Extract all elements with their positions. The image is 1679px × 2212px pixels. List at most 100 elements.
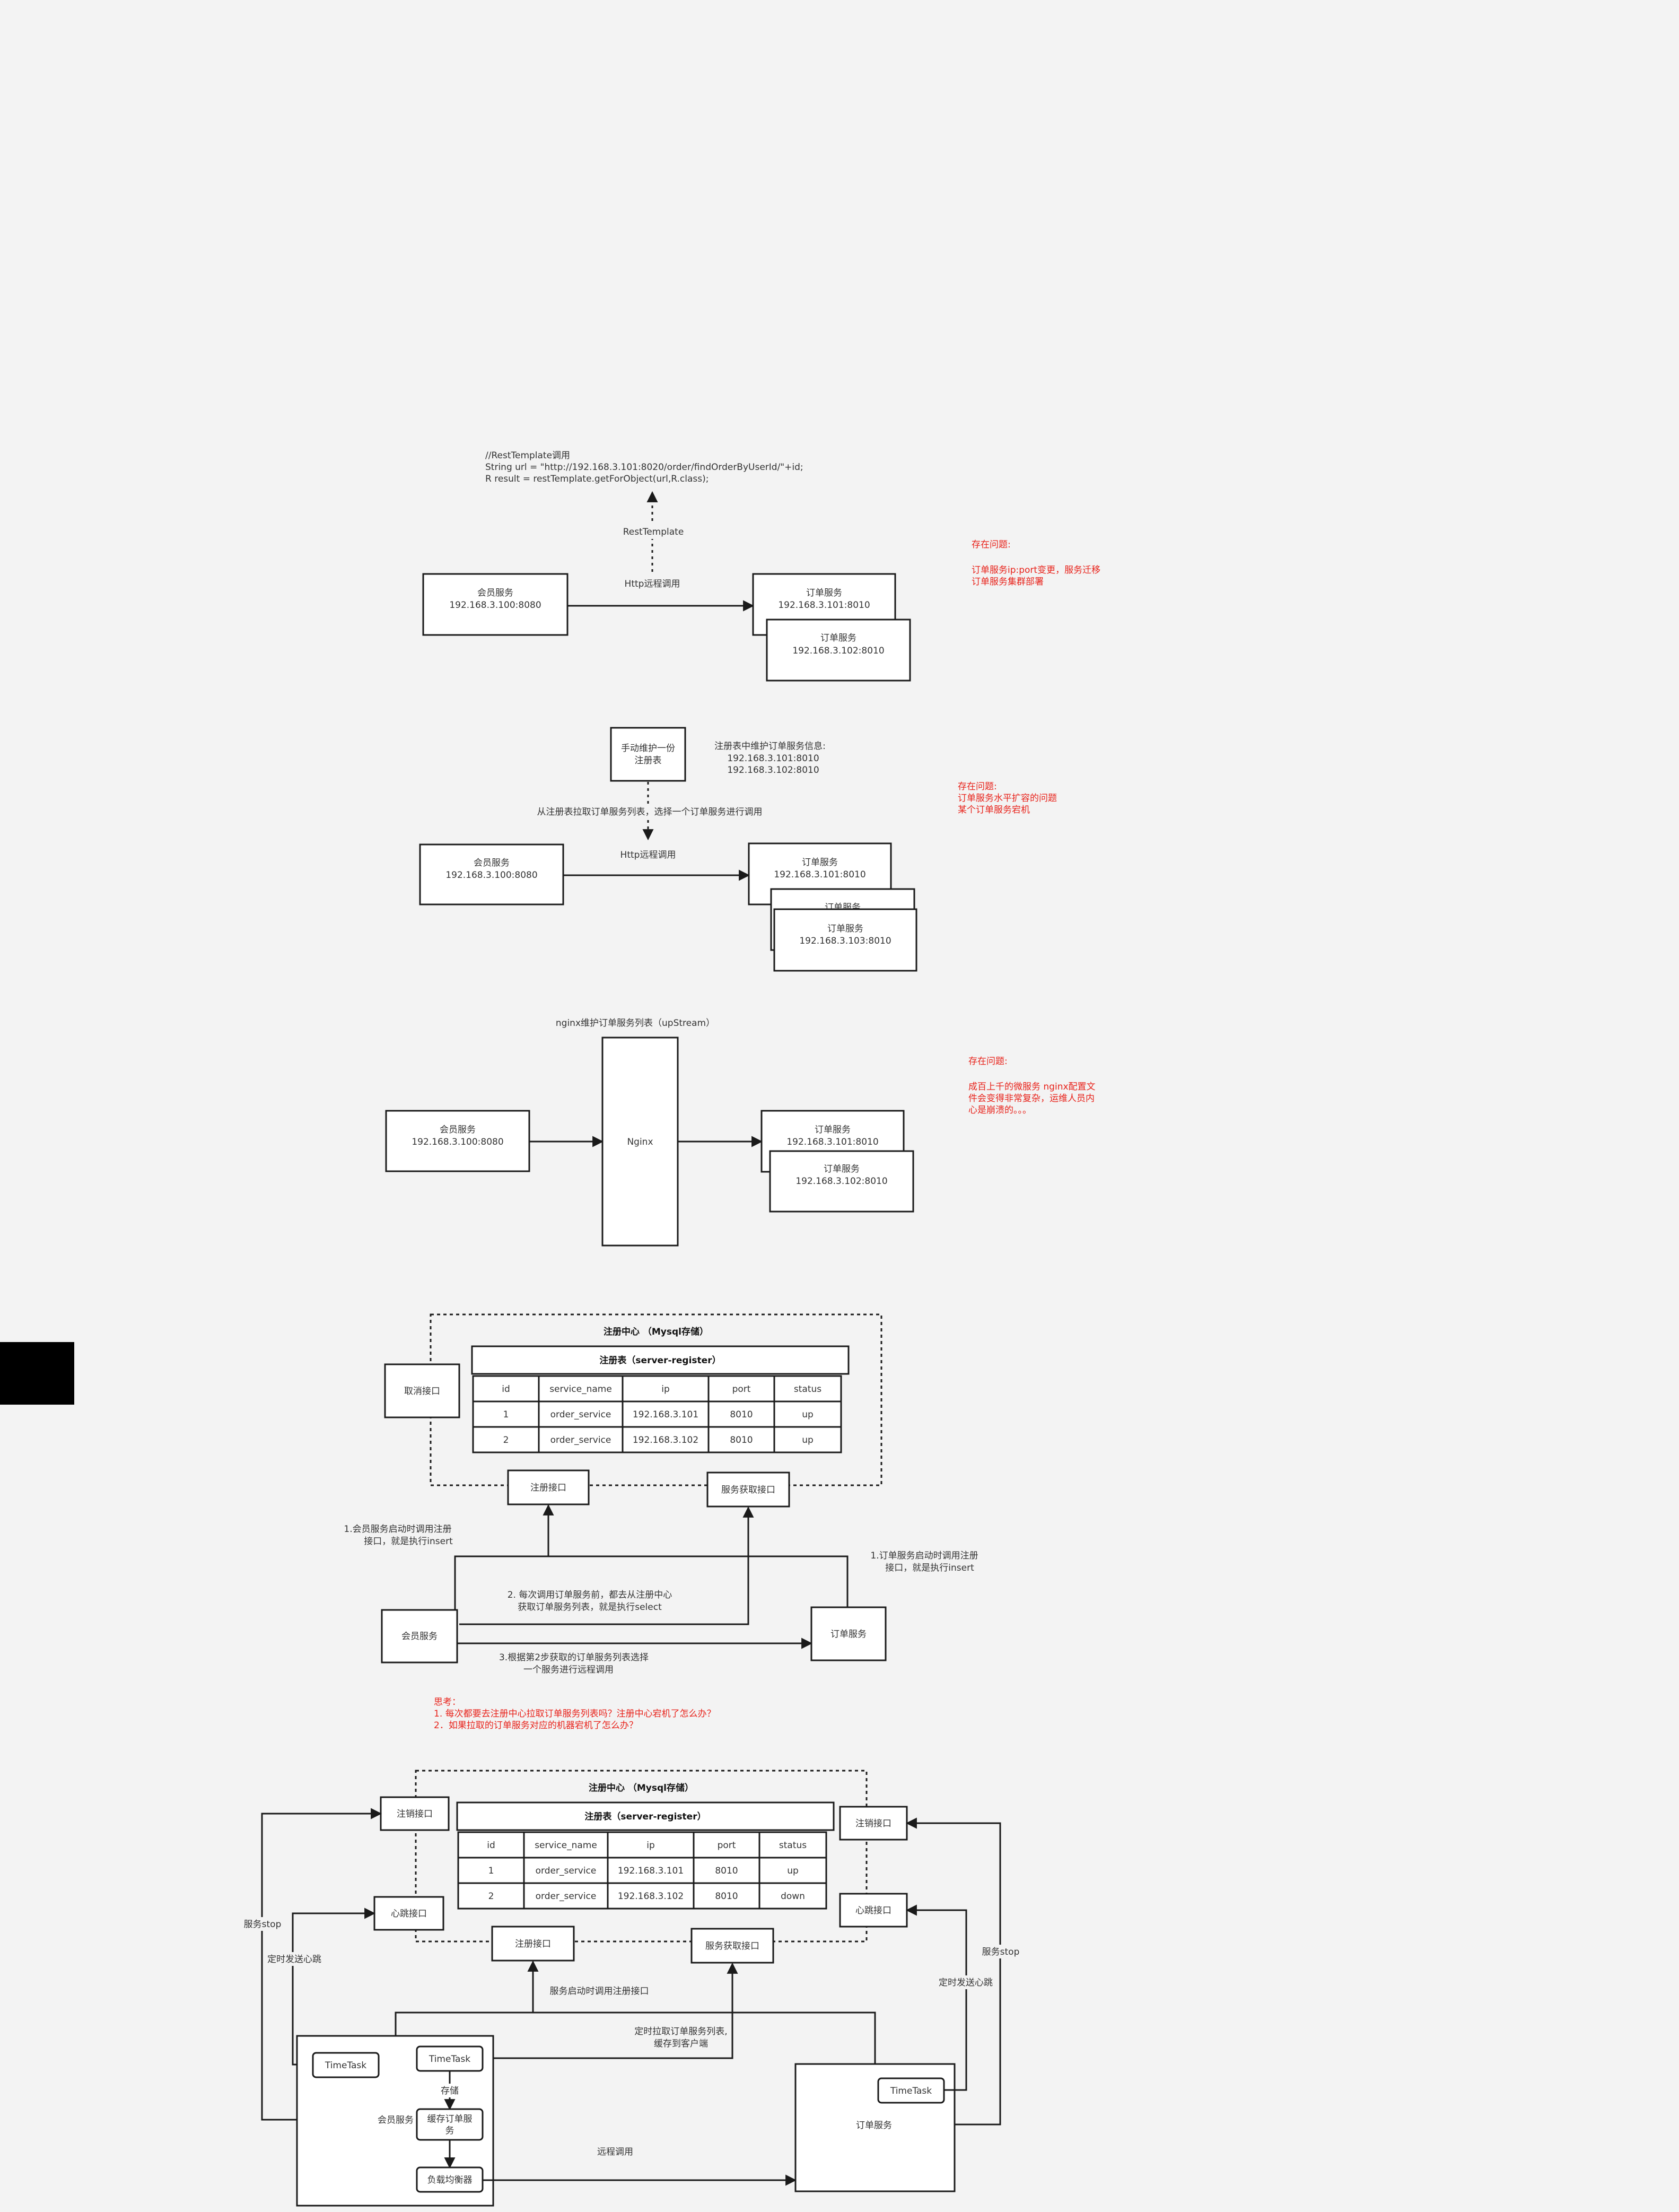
note-member-register-2: 接口，就是执行insert [364, 1536, 453, 1547]
fetch-api-label: 服务获取接口 [721, 1485, 775, 1495]
manual-registry-line-1: 手动维护一份 [621, 743, 675, 754]
problem-3-line-3: 成百上千的微服务 nginx配置文 [968, 1082, 1096, 1092]
table-cell [758, 1857, 827, 1884]
logout-api-left-box [380, 1796, 450, 1831]
registry-info-line-2: 192.168.3.101:8010 [727, 753, 819, 764]
table-cell-text: order_service [550, 1409, 611, 1420]
member-fetch-line [459, 1506, 754, 1625]
order-service-2-name: 订单服务 [824, 1164, 860, 1174]
section-direct-call: //RestTemplate调用 String url = "http://19… [422, 450, 1100, 682]
note-call-2: 一个服务进行远程调用 [523, 1665, 614, 1675]
order-service-box-3 [773, 908, 917, 972]
table-cell-text: 8010 [730, 1409, 753, 1420]
black-block [0, 1342, 74, 1405]
fetch-api-label: 服务获取接口 [705, 1941, 759, 1952]
timetask-order-label: TimeTask [890, 2086, 932, 2096]
table-cell [622, 1400, 710, 1428]
order-service-3-addr: 192.168.3.103:8010 [799, 936, 891, 946]
table-cell [523, 1882, 609, 1910]
registry-center-title: 注册中心 （Mysql存储） [604, 1326, 709, 1337]
table-cell-text: up [802, 1435, 814, 1445]
cancel-api-label: 取消接口 [404, 1386, 440, 1397]
order-service-1-addr: 192.168.3.101:8010 [786, 1137, 878, 1147]
logout-api-left-label: 注销接口 [397, 1809, 433, 1819]
table-cell-text: order_service [536, 1866, 597, 1876]
load-balancer-label: 负载均衡器 [427, 2175, 473, 2185]
table-title-cell [456, 1801, 835, 1831]
heartbeat-note-right-label: 定时发送心跳 [939, 1978, 993, 1988]
registry-center-frame [430, 1313, 882, 1486]
problem-2-line-3: 某个订单服务宕机 [958, 805, 1030, 815]
section-manual-registry: 手动维护一份 注册表 注册表中维护订单服务信息: 192.168.3.101:8… [419, 727, 1057, 972]
table-title: 注册表（server-register） [599, 1355, 721, 1366]
member-service-label: 会员服务 [401, 1631, 438, 1642]
member-service-name: 会员服务 [440, 1125, 476, 1135]
remote-call-label: 远程调用 [597, 2147, 633, 2157]
member-register-line [454, 1504, 554, 1610]
table-cell-text: 8010 [715, 1891, 738, 1902]
order-service-3-name: 订单服务 [827, 924, 863, 934]
think-line-3: 2．如果拉取的订单服务对应的机器宕机了怎么办？ [434, 1720, 638, 1731]
timetask-pull-line [483, 1962, 738, 2059]
timetask-left-label: TimeTask [325, 2060, 366, 2071]
table-cell-text: up [802, 1409, 814, 1420]
table-header-text: id [502, 1384, 510, 1395]
member-service-box [381, 1609, 458, 1664]
table-cell-text: order_service [536, 1891, 597, 1902]
problem-3-line-1: 存在问题: [968, 1056, 1008, 1067]
order-service-2-addr: 192.168.3.102:8010 [795, 1176, 887, 1187]
nginx-title: nginx维护订单服务列表（upStream） [556, 1018, 715, 1029]
order-service-2-addr: 192.168.3.102:8010 [792, 646, 884, 656]
table-cell-text: 192.168.3.101 [633, 1409, 698, 1420]
table-cell [707, 1426, 775, 1453]
heartbeat-note-right-bg [934, 1975, 997, 1989]
pull-note-2: 缓存到客户端 [654, 2039, 708, 2049]
heartbeat-api-left-box [373, 1896, 444, 1931]
problem-3-line-5: 心是崩溃的。。。 [968, 1105, 1031, 1116]
problem-2-line-1: 存在问题: [958, 781, 997, 792]
logout-api-right-label: 注销接口 [855, 1818, 891, 1829]
code-line-3: R result = restTemplate.getForObject(url… [485, 474, 709, 484]
problem-3-line-4: 件会变得非常复杂，运维人员内 [968, 1093, 1095, 1104]
heartbeat-note-left-label: 定时发送心跳 [267, 1954, 321, 1965]
table-cell [538, 1400, 624, 1428]
fetch-api-box [690, 1928, 774, 1964]
table-cell-text: down [781, 1891, 805, 1902]
member-start-register-line [395, 1960, 539, 2036]
table-cell-text: 2 [488, 1891, 494, 1902]
note-order-register-2: 接口，就是执行insert [885, 1563, 974, 1573]
order-service-1-addr: 192.168.3.101:8010 [774, 869, 865, 880]
timetask-left-box [312, 2052, 380, 2078]
table-header-cell [472, 1375, 540, 1403]
pull-registry-label: 从注册表拉取订单服务列表，选择一个订单服务进行调用 [537, 807, 763, 817]
service-stop-left-bg [240, 1917, 285, 1931]
member-stop-logout-line [261, 1808, 382, 2121]
table-header-text: service_name [549, 1384, 612, 1395]
think-line-2: 1. 每次都要去注册中心拉取订单服务列表吗？注册中心宕机了怎么办？ [434, 1709, 716, 1719]
logout-api-right-box [839, 1806, 908, 1841]
http-call-label: Http远程调用 [625, 579, 680, 589]
order-service-box-2 [769, 1150, 914, 1213]
table-header-text: status [779, 1840, 807, 1851]
table-cell-text: up [787, 1866, 799, 1876]
table-cell-text: 192.168.3.102 [618, 1891, 684, 1902]
member-service-addr: 192.168.3.100:8080 [449, 600, 541, 611]
problem-1-line-1: 存在问题: [972, 539, 1011, 550]
problem-1-line-4: 订单服务集群部署 [972, 577, 1044, 587]
nginx-label: Nginx [627, 1137, 653, 1147]
table-cell-text: 192.168.3.101 [618, 1866, 684, 1876]
table-cell [758, 1882, 827, 1910]
registry-center-frame [415, 1770, 868, 1943]
registry-info-line-3: 192.168.3.102:8010 [727, 765, 819, 776]
note-fetch-2: 获取订单服务列表，就是执行select [518, 1602, 662, 1613]
note-order-register-1: 1.订单服务启动时调用注册 [870, 1551, 978, 1561]
pull-label-bg [528, 804, 771, 819]
note-member-register-1: 1.会员服务启动时调用注册 [344, 1524, 451, 1535]
register-api-box [491, 1926, 575, 1962]
resttemplate-label-bg [618, 524, 687, 539]
table-header-text: port [732, 1384, 751, 1395]
member-service-name: 会员服务 [477, 588, 513, 598]
